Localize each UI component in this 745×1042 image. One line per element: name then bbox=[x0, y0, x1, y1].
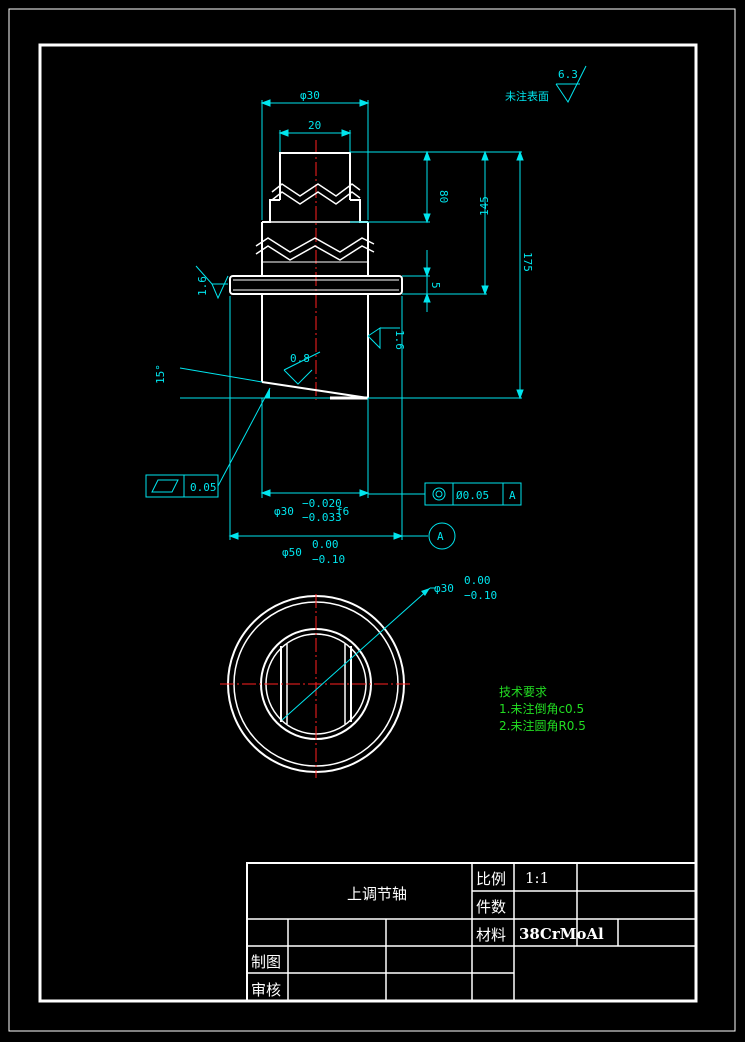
break-line-2 bbox=[271, 191, 361, 205]
roughness-0-8 bbox=[283, 369, 313, 385]
flatness-leader bbox=[217, 387, 271, 487]
material-label: 材料 bbox=[476, 926, 506, 944]
dim-text-phi30f6-up: −0.020 bbox=[302, 497, 342, 510]
top-view: φ30 0.00 −0.10 bbox=[220, 574, 497, 778]
dim-text-phi30b-lo: −0.10 bbox=[464, 589, 497, 602]
scale-label: 比例 bbox=[476, 870, 506, 888]
break-line-3 bbox=[255, 237, 375, 253]
roughness-general bbox=[555, 65, 587, 103]
checked-label: 审核 bbox=[251, 981, 281, 999]
dim-text-phi30f6-main: φ30 bbox=[274, 505, 294, 518]
technical-notes: 技术要求 1.未注倒角c0.5 2.未注圆角R0.5 bbox=[499, 685, 586, 733]
angled-end bbox=[261, 381, 369, 399]
angle-text: 15° bbox=[154, 364, 167, 384]
dim-text-phi30f6-lo: −0.033 bbox=[302, 511, 342, 524]
qty-label: 件数 bbox=[476, 898, 506, 916]
dim-text-145: 145 bbox=[478, 196, 491, 216]
roughness-text-left: 1.6 bbox=[196, 276, 209, 296]
top-tang bbox=[279, 152, 351, 200]
leader-arrow bbox=[264, 388, 270, 398]
drawn-label: 制图 bbox=[251, 953, 281, 971]
datum-text: A bbox=[437, 530, 444, 543]
notes-line-2: 2.未注圆角R0.5 bbox=[499, 718, 586, 733]
flange bbox=[229, 275, 403, 295]
roughness-1-6-right bbox=[367, 327, 381, 350]
dim-text-80: 80 bbox=[437, 190, 450, 203]
dim-leader-phi30b bbox=[281, 587, 431, 721]
leader-arrow bbox=[421, 588, 430, 596]
dim-text-phi50-lo: −0.10 bbox=[312, 553, 345, 566]
coaxiality-icon-inner bbox=[435, 490, 443, 498]
dim-text-phi50-main: φ50 bbox=[282, 546, 302, 559]
scale-value: 1:1 bbox=[525, 869, 549, 887]
roughness-1-6-left-mark bbox=[211, 275, 229, 300]
dim-text-20: 20 bbox=[308, 119, 321, 132]
break-line-1 bbox=[271, 183, 361, 197]
outer-border bbox=[8, 8, 736, 1032]
dim-text-5: 5 bbox=[429, 282, 442, 289]
coaxiality-datum-text: A bbox=[509, 489, 516, 502]
roughness-general-label: 未注表面 bbox=[505, 89, 549, 103]
roughness-text-general: 6.3 bbox=[558, 68, 578, 81]
front-view: φ30 20 80 145 175 5 15° 1.6 1.6 0.8 6.3 … bbox=[145, 65, 587, 566]
part-name: 上调节轴 bbox=[347, 885, 407, 903]
notes-title: 技术要求 bbox=[499, 685, 547, 699]
dim-text-phi30b-up: 0.00 bbox=[464, 574, 491, 587]
flatness-icon bbox=[151, 479, 179, 493]
flatness-text: 0.05 bbox=[190, 481, 217, 494]
material-value: 38CrMoAl bbox=[519, 925, 604, 943]
coaxiality-text: Ø0.05 bbox=[456, 489, 489, 502]
title-block: 上调节轴 比例 1:1 件数 材料 38CrMoAl 制图 审核 bbox=[246, 862, 697, 1002]
dim-text-phi30: φ30 bbox=[300, 89, 320, 102]
coaxiality-icon-outer bbox=[432, 487, 446, 501]
notes-line-1: 1.未注倒角c0.5 bbox=[499, 701, 584, 716]
step-left bbox=[262, 199, 280, 223]
angle-ref bbox=[179, 367, 263, 383]
break-line-4 bbox=[255, 245, 375, 261]
roughness-text-right: 1.6 bbox=[393, 330, 406, 350]
roughness-line bbox=[283, 351, 321, 371]
roughness-text-08: 0.8 bbox=[290, 352, 310, 365]
dim-text-175: 175 bbox=[521, 252, 534, 272]
arrowheads bbox=[228, 99, 524, 540]
datum-circle bbox=[428, 522, 456, 550]
step-right bbox=[350, 199, 368, 223]
dim-text-phi30f6-suffix: f6 bbox=[336, 505, 349, 518]
dim-text-phi50-up: 0.00 bbox=[312, 538, 339, 551]
dim-text-phi30b-main: φ30 bbox=[434, 582, 454, 595]
